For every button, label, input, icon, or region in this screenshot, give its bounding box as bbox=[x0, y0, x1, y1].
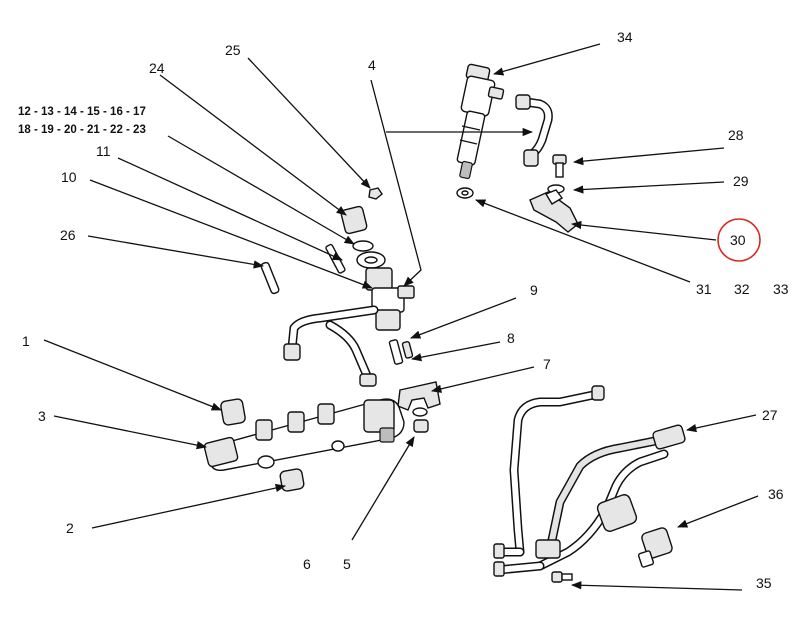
bracket bbox=[397, 381, 441, 411]
high-pressure-pipe bbox=[283, 305, 379, 387]
label-32: 32 bbox=[734, 281, 750, 297]
screw bbox=[551, 571, 573, 583]
label-11: 11 bbox=[96, 143, 111, 159]
label-12-17: 12 - 13 - 14 - 15 - 16 - 17 bbox=[18, 106, 146, 118]
label-24: 24 bbox=[149, 60, 165, 76]
label-33: 33 bbox=[773, 281, 789, 297]
spacer-pin bbox=[388, 339, 414, 365]
sleeve bbox=[340, 205, 368, 235]
label-36: 36 bbox=[768, 486, 784, 502]
rail-plug bbox=[220, 398, 246, 426]
label-1: 1 bbox=[22, 333, 30, 349]
gasket bbox=[356, 251, 386, 269]
label-6: 6 bbox=[303, 556, 311, 572]
label-2: 2 bbox=[66, 520, 74, 536]
dowel-pin bbox=[260, 261, 280, 295]
fitting bbox=[412, 407, 429, 433]
clamp-bolt bbox=[552, 154, 567, 178]
pressure-regulator bbox=[365, 267, 415, 331]
label-34: 34 bbox=[617, 29, 633, 45]
label-29: 29 bbox=[733, 173, 749, 189]
part-labels: 34 25 4 24 12 - 13 - 14 - 15 - 16 - 17 1… bbox=[18, 29, 789, 591]
label-35: 35 bbox=[756, 575, 772, 591]
o-ring bbox=[352, 240, 374, 252]
injector-clamp bbox=[529, 189, 579, 233]
label-18-23: 18 - 19 - 20 - 21 - 22 - 23 bbox=[18, 124, 146, 136]
fuel-filter bbox=[637, 527, 673, 568]
injector bbox=[456, 63, 505, 180]
nut bbox=[368, 187, 383, 200]
pin bbox=[325, 243, 346, 274]
leader-lines bbox=[43, 43, 759, 591]
label-5: 5 bbox=[343, 556, 351, 572]
label-9: 9 bbox=[530, 282, 538, 298]
label-31: 31 bbox=[696, 281, 712, 297]
label-28: 28 bbox=[728, 127, 744, 143]
label-7: 7 bbox=[543, 356, 551, 372]
fuel-rail bbox=[203, 398, 405, 472]
label-27: 27 bbox=[762, 407, 778, 423]
label-4: 4 bbox=[368, 57, 376, 73]
highlight-circle bbox=[717, 218, 761, 262]
injector-pipe bbox=[515, 94, 553, 167]
label-26: 26 bbox=[60, 227, 76, 243]
label-10: 10 bbox=[61, 169, 77, 185]
label-3: 3 bbox=[38, 408, 46, 424]
injector-washer bbox=[456, 187, 474, 199]
fuel-pipe-assembly bbox=[493, 385, 686, 577]
label-30: 30 bbox=[730, 232, 746, 248]
rail-spacer bbox=[279, 468, 305, 492]
label-8: 8 bbox=[507, 330, 515, 346]
label-25: 25 bbox=[225, 42, 241, 58]
